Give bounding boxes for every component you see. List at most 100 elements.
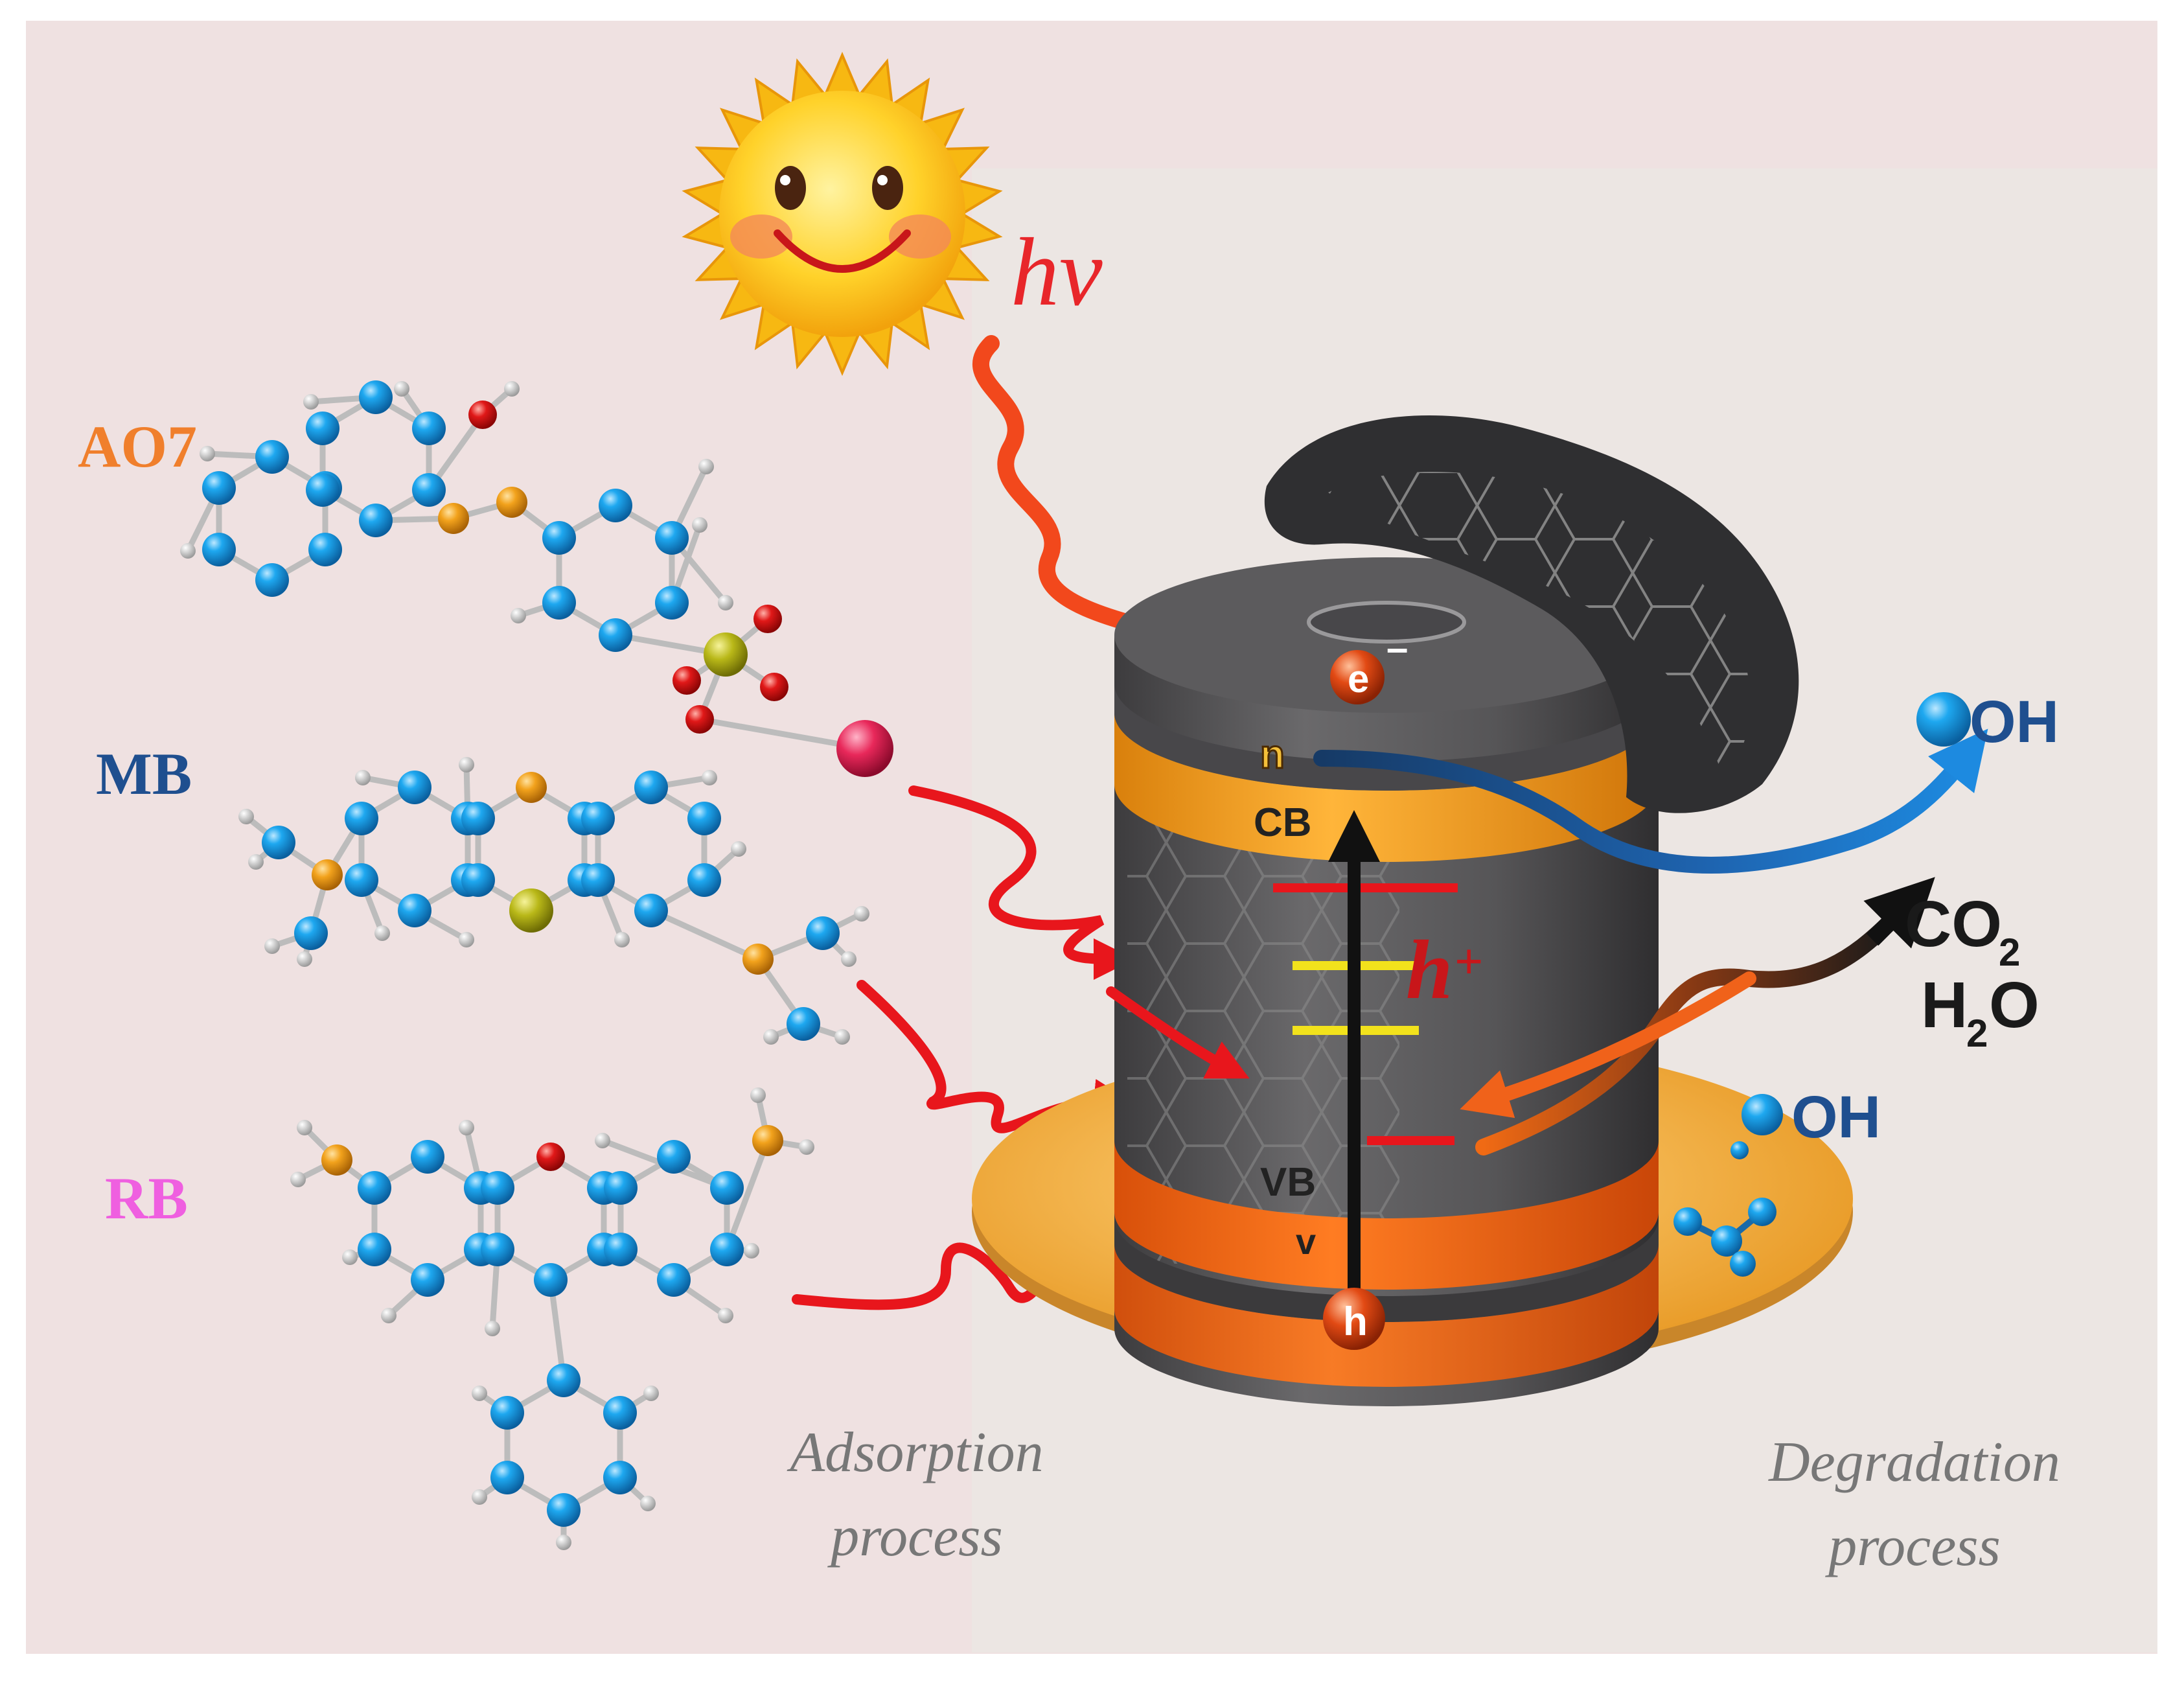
- atom: [312, 859, 343, 890]
- atoms: [290, 1087, 814, 1550]
- atom: [603, 1461, 637, 1494]
- atom: [692, 517, 707, 533]
- electron-sup: –: [1386, 626, 1408, 669]
- atom: [640, 1496, 656, 1511]
- atom: [509, 888, 553, 933]
- atom: [763, 1029, 779, 1045]
- arrow-to-co2: [1475, 912, 1900, 1155]
- caption-degradation-1: Degradation: [1768, 1431, 2060, 1494]
- atom: [655, 586, 689, 620]
- atom: [306, 473, 339, 507]
- atom: [834, 1029, 850, 1045]
- light-arrow: [972, 335, 1234, 664]
- graphene-sheet: [1264, 415, 1799, 813]
- atom: [604, 1233, 638, 1266]
- atom: [394, 381, 409, 397]
- caption-adsorption-2: process: [827, 1505, 1003, 1568]
- atom: [731, 841, 746, 857]
- molecule-rb: [290, 1087, 814, 1550]
- atom: [358, 1233, 391, 1266]
- atom: [702, 770, 717, 785]
- cb-tag: n: [1260, 732, 1285, 777]
- atom: [614, 932, 630, 947]
- atom: [238, 809, 254, 824]
- bond: [547, 1277, 567, 1384]
- atom: [290, 1172, 306, 1187]
- electron-icon: [1330, 650, 1385, 704]
- oh-label-bottom: OH: [1791, 1084, 1881, 1150]
- atoms: [180, 380, 893, 777]
- atom: [504, 381, 520, 397]
- atom: [468, 400, 497, 429]
- water-molecule: [1673, 1198, 1776, 1277]
- atom: [547, 1364, 580, 1397]
- atom: [687, 863, 721, 897]
- atom: [742, 944, 774, 975]
- atom: [599, 618, 632, 652]
- atom: [485, 1321, 500, 1336]
- atom: [854, 906, 869, 922]
- atom: [321, 1144, 352, 1176]
- atom: [459, 1120, 474, 1135]
- atom: [180, 543, 196, 559]
- atom: [374, 925, 390, 941]
- h2o-h: H: [1921, 969, 1968, 1041]
- atom: [303, 394, 319, 410]
- atom: [359, 504, 393, 537]
- atom: [264, 938, 280, 954]
- arrow-mb-1: [908, 785, 1135, 980]
- atom: [262, 826, 295, 859]
- atom: [698, 459, 714, 474]
- vb-tag: v: [1296, 1221, 1316, 1262]
- atom: [255, 440, 289, 474]
- atom: [202, 533, 236, 566]
- atom: [461, 802, 495, 835]
- atom: [345, 863, 378, 897]
- arrow-to-oh: [1313, 728, 1988, 874]
- atom: [672, 666, 701, 695]
- atom: [687, 802, 721, 835]
- atom: [581, 802, 615, 835]
- hole-sup: +: [1454, 933, 1483, 990]
- atom: [342, 1249, 358, 1265]
- atom: [710, 1171, 744, 1205]
- label-rb: RB: [105, 1165, 188, 1231]
- atom: [718, 1308, 733, 1323]
- arrow-back-to-vb: [1460, 971, 1756, 1119]
- atom: [255, 563, 289, 597]
- atom: [438, 503, 469, 534]
- catalyst-cylinder: [1114, 557, 1659, 1406]
- arrow-into-body: [1106, 986, 1250, 1079]
- oh-radical-bottom: [1741, 1094, 1783, 1135]
- atom: [359, 380, 393, 414]
- atom: [595, 1133, 610, 1148]
- atom: [516, 772, 547, 803]
- atom: [511, 608, 526, 623]
- atom: [536, 1143, 565, 1171]
- atom: [753, 605, 782, 633]
- atom: [461, 863, 495, 897]
- vb-band: [1114, 1141, 1659, 1290]
- hole-label: h: [1406, 923, 1453, 1017]
- atom: [200, 446, 215, 461]
- atom: [412, 473, 446, 507]
- atom: [750, 1087, 766, 1103]
- atom: [411, 1263, 444, 1297]
- atom: [490, 1461, 524, 1494]
- atom: [308, 533, 342, 566]
- atom: [760, 673, 788, 701]
- atom: [836, 720, 893, 777]
- atom: [294, 916, 328, 950]
- atom: [355, 770, 371, 785]
- molecule-ao7: [180, 380, 893, 777]
- atom: [787, 1007, 820, 1041]
- atom: [459, 757, 474, 772]
- atom: [604, 1171, 638, 1205]
- atom: [398, 894, 431, 927]
- hole-icon: [1323, 1288, 1385, 1350]
- atom: [841, 951, 856, 967]
- atom: [603, 1396, 637, 1430]
- atom: [481, 1171, 514, 1205]
